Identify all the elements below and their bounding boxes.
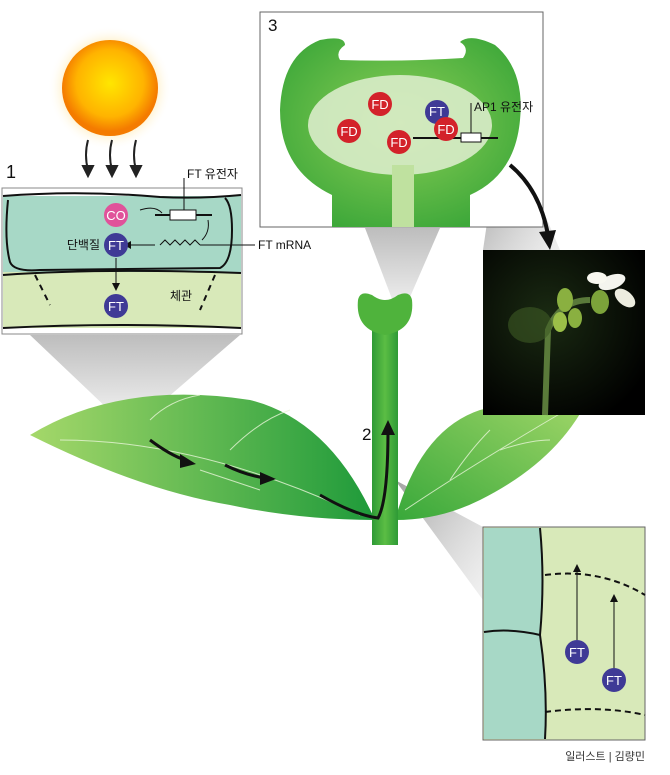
fd-label: FD [371, 97, 388, 112]
zoom-cone-leaf [30, 335, 240, 430]
panel-1-cell-box [1, 178, 255, 335]
ft-gene [169, 209, 197, 221]
flower-photo [483, 250, 645, 416]
ft-mrna-label: FT mRNA [258, 238, 311, 252]
left-leaf [30, 394, 375, 520]
fd-label: FD [390, 135, 407, 150]
right-leaf [395, 394, 590, 520]
ft-gene-label: FT 유전자 [187, 167, 238, 181]
illustration-credit: 일러스트 | 김량민 [565, 749, 645, 763]
shoot-apex [280, 38, 521, 228]
panel-1-number: 1 [6, 162, 16, 182]
panel-2-number: 2 [362, 425, 371, 444]
sunlight-arrows [81, 139, 143, 179]
fd-label: FD [437, 122, 454, 137]
ft-protein-label: FT [108, 238, 124, 253]
zoom-cone-apex [365, 228, 440, 320]
ft-label: FT [569, 645, 585, 660]
phloem-label: 체관 [170, 289, 192, 303]
ft-mrna-wave [159, 239, 201, 246]
protein-label: 단백질 [67, 238, 100, 252]
ft-label: FT [606, 673, 622, 688]
ap1-gene [460, 132, 482, 143]
co-protein-label: CO [106, 208, 126, 223]
ap1-gene-label: AP1 유전자 [474, 100, 533, 114]
panel-4-phloem-box [482, 526, 646, 741]
sun-icon [48, 26, 172, 150]
panel-3-number: 3 [268, 16, 277, 35]
plant [30, 293, 590, 545]
ft-phloem-label: FT [108, 299, 124, 314]
photo-arrow [508, 163, 550, 236]
apex-bud [357, 293, 413, 335]
fd-label: FD [340, 124, 357, 139]
ft-label: FT [429, 104, 445, 119]
